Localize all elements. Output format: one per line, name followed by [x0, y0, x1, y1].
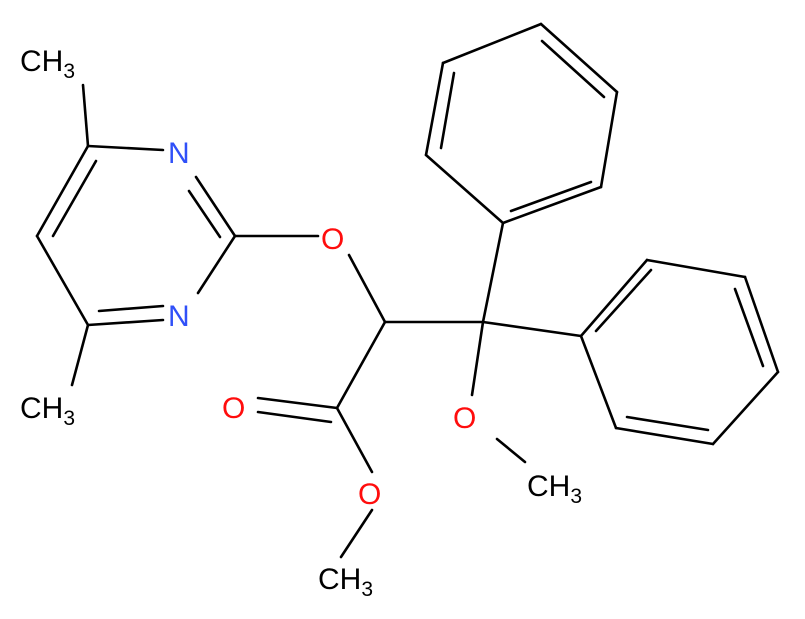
- atom-ch3-mid: CH3: [20, 392, 75, 430]
- atom-ch3-methoxy: CH3: [527, 470, 582, 508]
- atom-n-top: N: [168, 137, 190, 170]
- atom-ch3-ester: CH3: [318, 563, 373, 601]
- bond-c4-ch3: [81, 83, 90, 148]
- ph1-bond-1: [501, 185, 603, 225]
- bond-cq-ph2: [481, 320, 583, 338]
- ph2-bond-1-inner: [594, 268, 653, 333]
- ph1-bond-2: [599, 90, 619, 189]
- bonds: [35, 22, 780, 559]
- atom-ch3-top: CH3: [20, 45, 75, 83]
- bond-omethoxy-ch3: [495, 437, 527, 464]
- ph2-bond-3-inner: [733, 287, 765, 368]
- bond-ccarbonyl-oester: [335, 406, 374, 474]
- ph1-bond-4: [441, 22, 543, 65]
- bond-carbonyl-double-1: [256, 396, 339, 410]
- ph1-bond-5: [424, 61, 445, 157]
- bond-c6-c5: [35, 234, 90, 327]
- bond-cq-ph1: [481, 221, 505, 324]
- atom-labels: CH3 CH3 N N O O CH3 O O CH3: [20, 45, 582, 601]
- bond-n3-c2-outer: [194, 175, 237, 238]
- bond-n1-c6-inner: [97, 304, 165, 313]
- ph1-bond-6: [424, 153, 505, 225]
- bond-o-calpha: [347, 253, 387, 324]
- bond-calpha-ccarbonyl: [335, 320, 387, 410]
- bond-oester-ch3: [339, 508, 374, 559]
- ph1-bond-3: [539, 22, 619, 94]
- ph1-bond-5-inner: [439, 71, 456, 150]
- bond-c4-n3: [86, 144, 165, 152]
- bond-c2-n1: [196, 234, 237, 295]
- ph2-bond-5-inner: [625, 415, 710, 432]
- bond-c5-c4-outer: [35, 144, 90, 238]
- ph2-bond-1: [579, 258, 649, 338]
- ph1-bond-1-inner: [509, 180, 593, 213]
- bond-carbonyl-double-2: [256, 410, 333, 424]
- ph1-bond-3-inner: [540, 39, 606, 99]
- bond-c5-c4-inner: [51, 159, 98, 238]
- atom-o-carbonyl: O: [222, 392, 245, 425]
- ph2-bond-3: [743, 275, 780, 374]
- ph2-bond-6: [579, 334, 618, 430]
- ph2-bond-5: [614, 426, 715, 446]
- ph2-bond-4: [711, 370, 780, 446]
- atom-o-ether: O: [321, 223, 344, 256]
- bond-n1-c6-outer: [86, 318, 165, 327]
- bond-cq-omethoxy: [470, 320, 485, 397]
- bond-c6-ch3: [70, 323, 90, 387]
- ph2-bond-2: [645, 258, 747, 279]
- atom-o-ester: O: [358, 478, 381, 511]
- atom-n-bottom: N: [168, 300, 190, 333]
- bond-n3-c2-inner: [187, 189, 222, 239]
- atom-o-methoxy: O: [453, 402, 476, 435]
